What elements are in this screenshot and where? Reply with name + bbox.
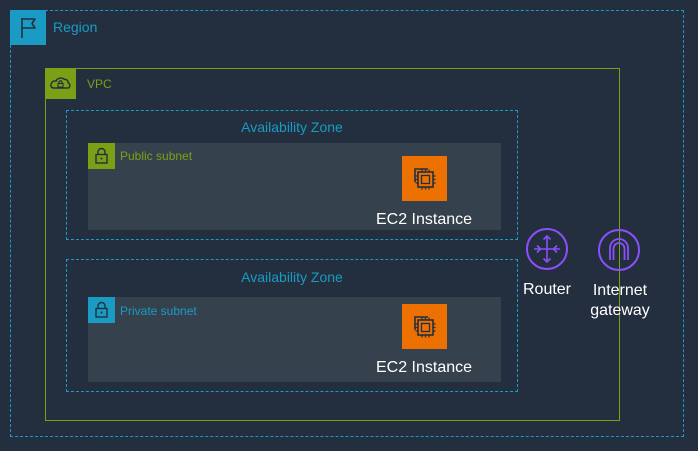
ec2-chip-icon xyxy=(402,156,447,201)
ec2-chip-icon xyxy=(402,304,447,349)
lock-icon xyxy=(88,297,115,323)
lock-icon xyxy=(88,143,115,169)
vpc-label: VPC xyxy=(87,77,112,91)
private-subnet-label: Private subnet xyxy=(120,304,197,318)
vpc-group xyxy=(45,68,620,421)
region-group xyxy=(10,10,684,437)
ec2-instance-2-label: EC2 Instance xyxy=(375,359,473,376)
cloud-lock-icon xyxy=(45,68,76,99)
availability-zone-2-label: Availability Zone xyxy=(241,269,343,285)
availability-zone-1 xyxy=(66,110,518,240)
ec2-instance-1-label: EC2 Instance xyxy=(375,211,473,228)
internet-gateway-label: Internet gateway xyxy=(590,282,650,319)
router-icon xyxy=(525,227,569,271)
availability-zone-1-label: Availability Zone xyxy=(241,119,343,135)
region-label: Region xyxy=(53,19,98,35)
availability-zone-2 xyxy=(66,259,518,392)
router-label: Router xyxy=(522,281,572,298)
internet-gateway-icon xyxy=(597,228,641,272)
public-subnet-label: Public subnet xyxy=(120,149,193,163)
flag-icon xyxy=(10,10,46,45)
